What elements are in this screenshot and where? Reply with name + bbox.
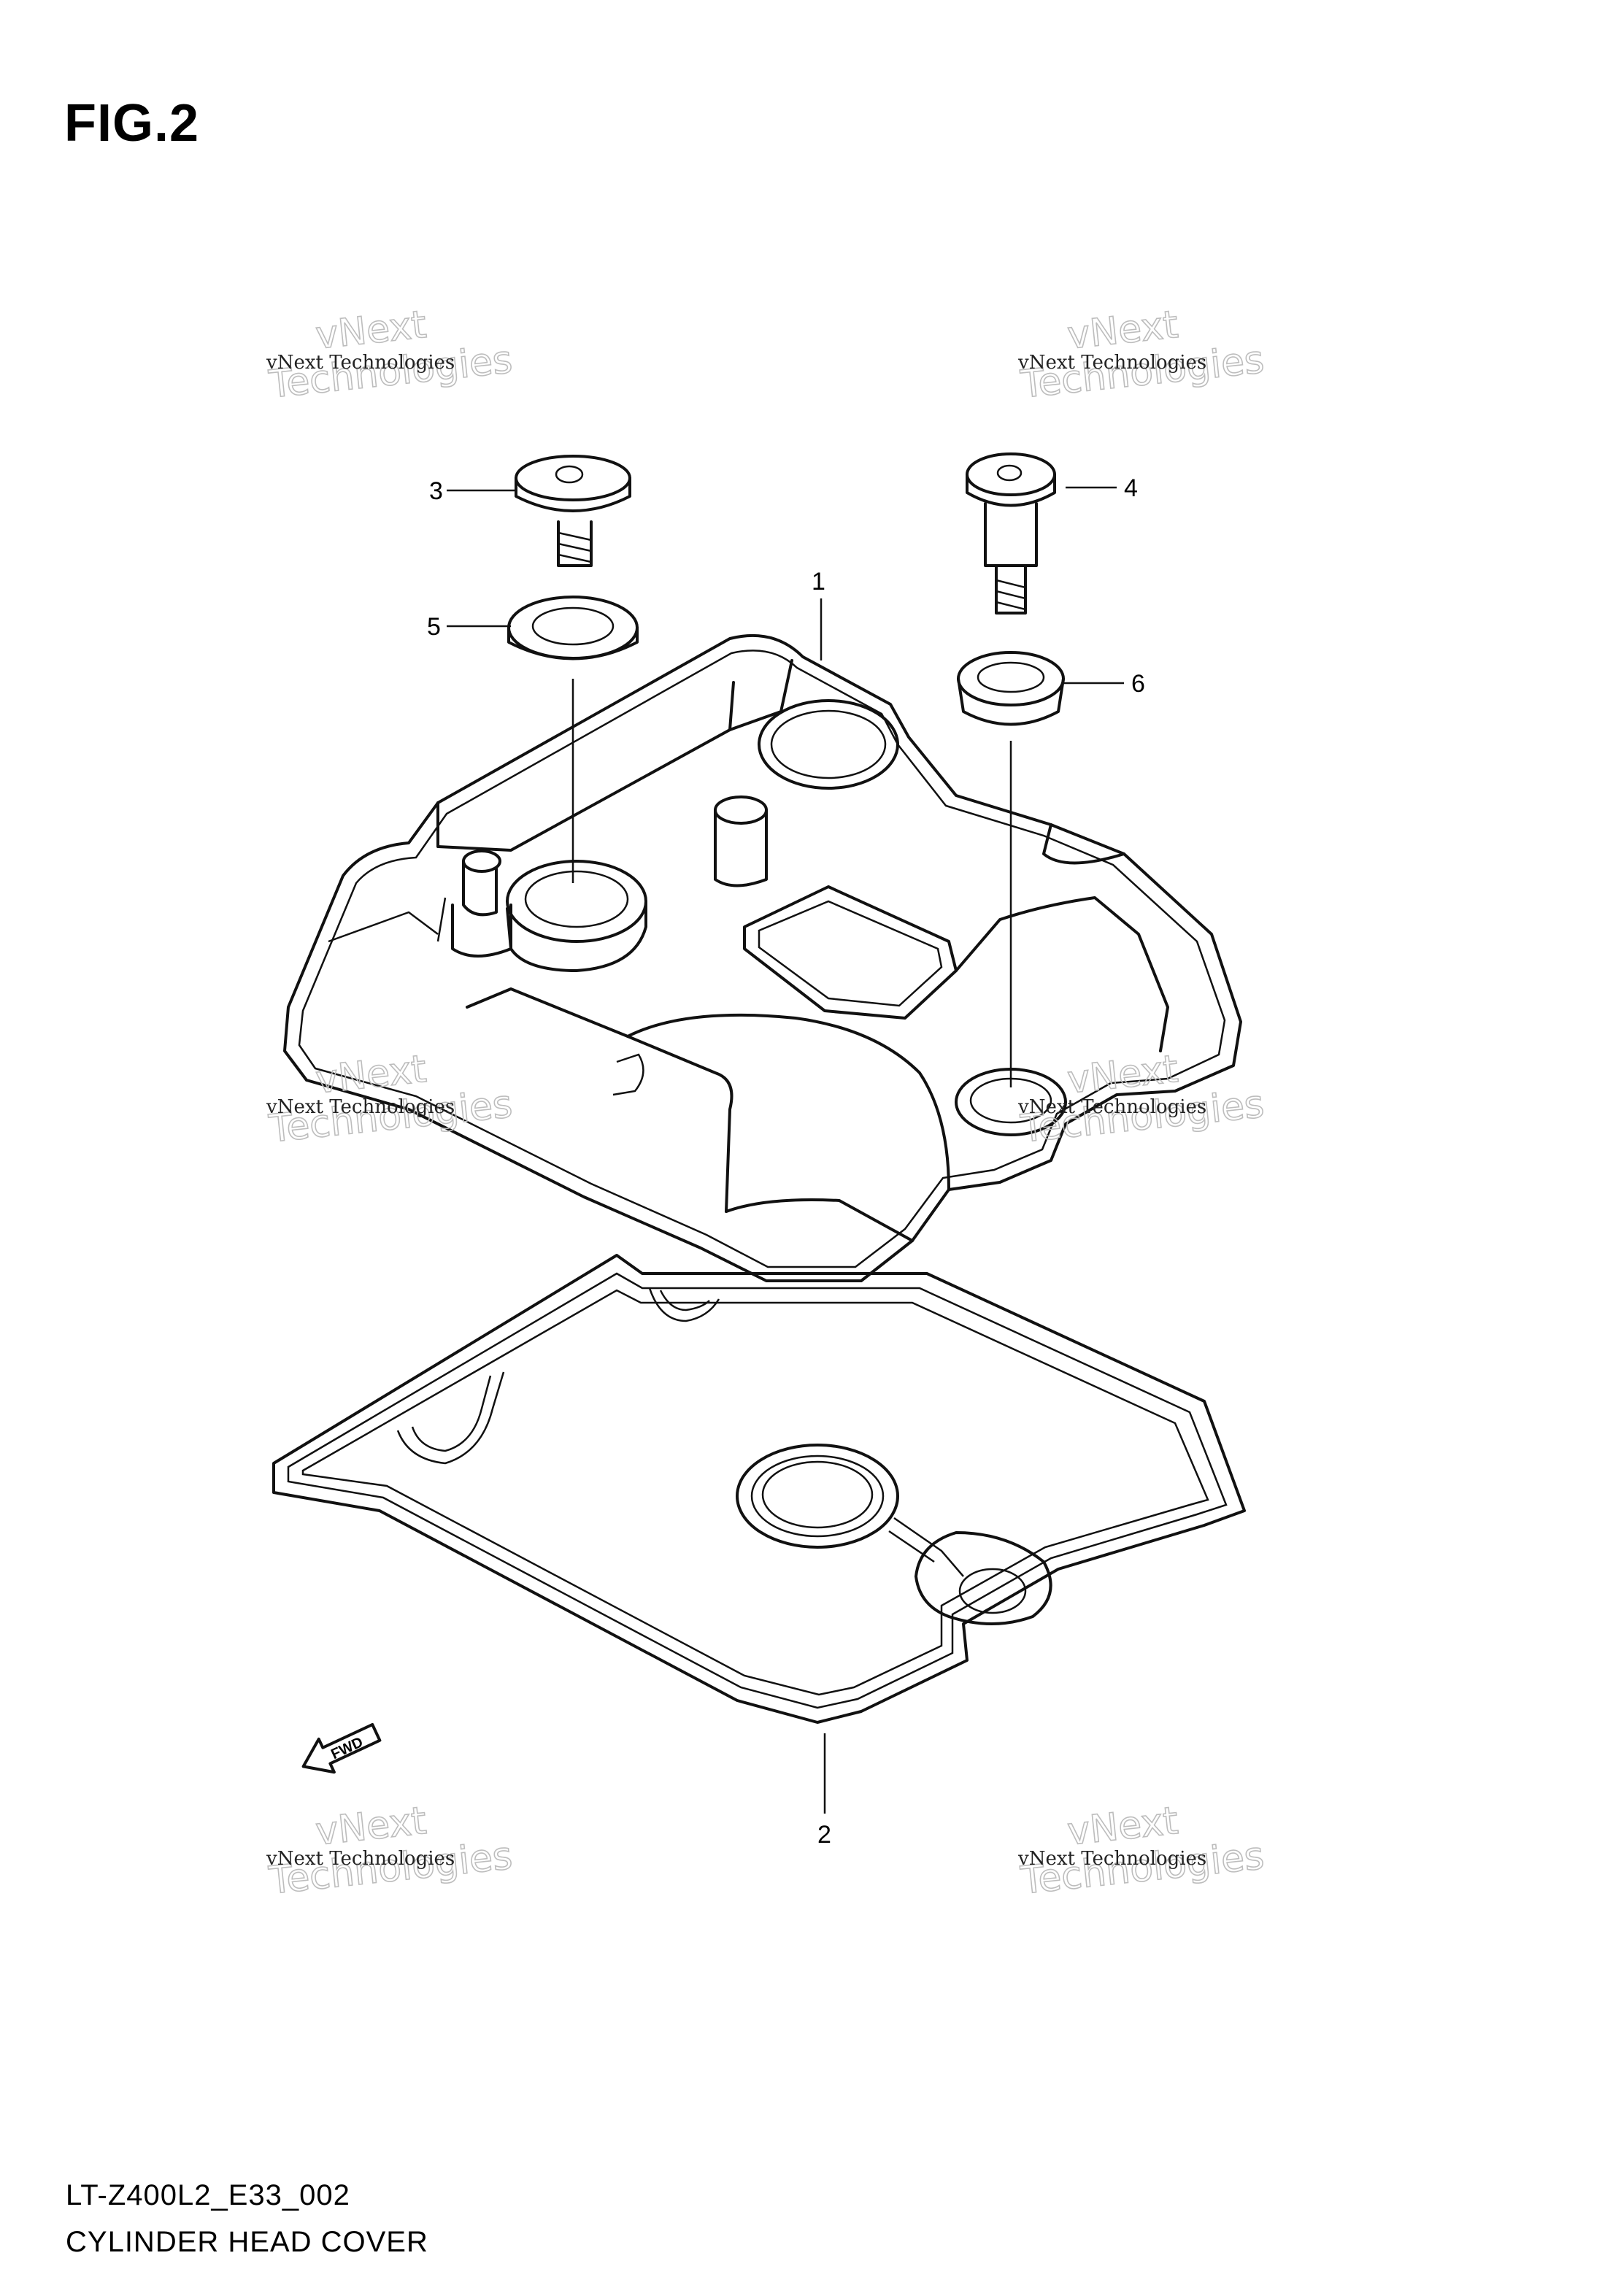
forward-direction-arrow: FWD — [301, 1722, 382, 1774]
watermark-top-right: Technologies vNext vNext Technologies — [1017, 302, 1267, 407]
seal-washer-part-5 — [507, 596, 639, 660]
model-code: LT-Z400L2_E33_002 — [66, 2179, 350, 2211]
gasket-part-2 — [272, 1254, 1246, 1724]
section-name: CYLINDER HEAD COVER — [66, 2226, 428, 2258]
leader-lines — [447, 486, 1124, 1814]
watermark-mid-left: Technologies vNext vNext Technologies — [266, 1047, 515, 1152]
svg-text:vNext Technologies: vNext Technologies — [266, 352, 455, 374]
bolt-part-4 — [966, 452, 1056, 615]
ref-number-4: 4 — [1124, 474, 1138, 502]
part-reference-numbers: 3 4 5 1 6 2 — [427, 474, 1145, 1849]
svg-text:vNext Technologies: vNext Technologies — [1017, 1848, 1206, 1870]
svg-text:vNext Technologies: vNext Technologies — [1017, 1096, 1206, 1118]
svg-text:vNext Technologies: vNext Technologies — [266, 1848, 455, 1870]
fwd-label: FWD — [328, 1734, 366, 1763]
bolt-part-3 — [515, 455, 631, 567]
svg-text:vNext Technologies: vNext Technologies — [1017, 352, 1206, 374]
ref-number-3: 3 — [429, 477, 443, 505]
ref-number-1: 1 — [812, 568, 825, 596]
cylinder-head-cover-part-1 — [283, 633, 1242, 1282]
ref-number-2: 2 — [817, 1821, 831, 1849]
figure-title: FIG.2 — [64, 94, 200, 153]
watermark-bottom-right: Technologies vNext vNext Technologies — [1017, 1798, 1267, 1903]
watermark-bottom-left: Technologies vNext vNext Technologies — [266, 1798, 515, 1903]
watermark-top-left: Technologies vNext vNext Technologies — [266, 302, 515, 407]
ref-number-5: 5 — [427, 613, 441, 641]
svg-text:vNext Technologies: vNext Technologies — [266, 1096, 455, 1118]
ref-number-6: 6 — [1131, 670, 1145, 698]
grommet-part-6 — [957, 651, 1065, 726]
